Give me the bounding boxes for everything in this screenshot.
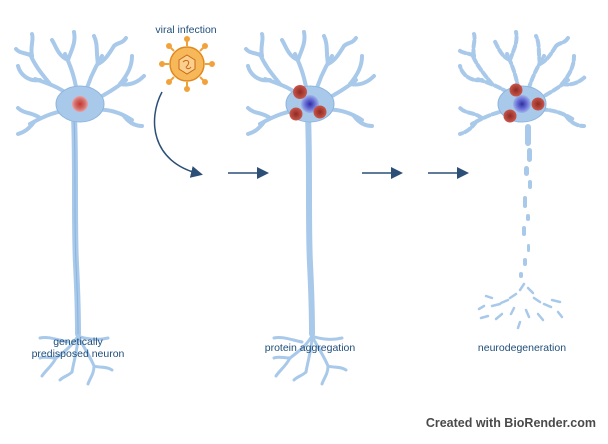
virus-icon [159, 36, 215, 92]
label-stage1: genetically predisposed neuron [20, 336, 136, 360]
label-viral-infection: viral infection [155, 24, 217, 36]
axon-fragments [519, 124, 532, 278]
neuron-healthy [14, 30, 146, 386]
infection-arrow [153, 91, 203, 178]
terminal-fragments [477, 282, 564, 330]
protein-aggregate [313, 105, 327, 119]
neuron-aggregation [244, 30, 376, 386]
protein-aggregate [293, 85, 307, 99]
label-stage1-line1: genetically [53, 336, 103, 348]
protein-aggregate [289, 107, 303, 121]
protein-aggregate [509, 83, 523, 97]
nucleus [301, 95, 319, 113]
nucleus [513, 95, 531, 113]
biorender-credit: Created with BioRender.com [425, 416, 596, 430]
nucleus-healthy [72, 96, 88, 112]
label-stage3: neurodegeneration [477, 342, 567, 354]
label-stage2: protein aggregation [264, 342, 356, 354]
neuron-degenerating [456, 30, 588, 330]
label-stage1-line2: predisposed neuron [31, 348, 125, 360]
protein-aggregate [531, 97, 545, 111]
protein-aggregate [503, 109, 517, 123]
